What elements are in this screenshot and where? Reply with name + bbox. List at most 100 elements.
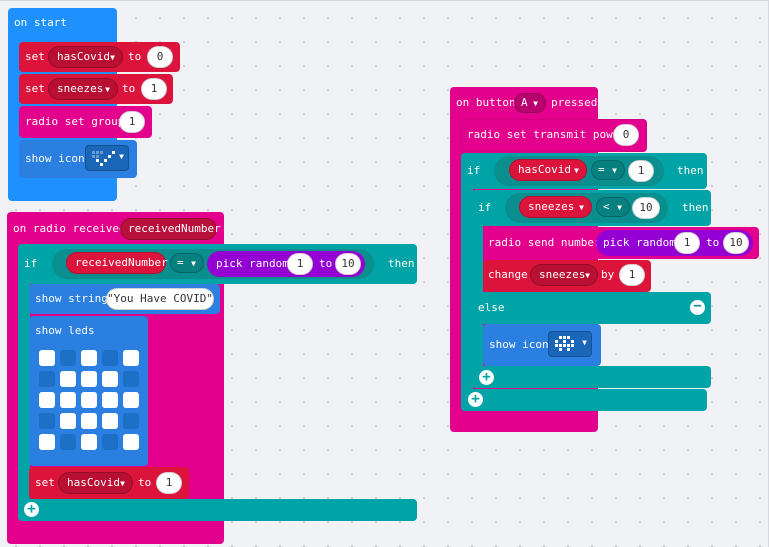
to-label: to — [128, 50, 142, 63]
led-cell[interactable] — [60, 392, 76, 408]
chevron-down-icon: ▼ — [105, 85, 110, 94]
remove-else-icon[interactable]: − — [690, 299, 705, 315]
string-input[interactable]: "You Have COVID" — [106, 288, 214, 310]
variable-dropdown[interactable]: hasCovid▼ — [509, 159, 587, 181]
chevron-down-icon: ▼ — [574, 166, 579, 175]
led-cell[interactable] — [123, 350, 139, 366]
value-input[interactable]: 1 — [628, 160, 654, 182]
show-string-label: show string — [35, 292, 108, 305]
led-cell[interactable] — [60, 434, 76, 450]
value-input[interactable]: 1 — [141, 78, 167, 100]
variable-dropdown[interactable]: sneezes▼ — [519, 196, 592, 218]
led-cell[interactable] — [39, 371, 55, 387]
chevron-down-icon: ▼ — [191, 259, 196, 268]
on-start-label: on start — [14, 16, 67, 29]
random-to-input[interactable]: 10 — [335, 253, 361, 275]
set-label: set — [25, 50, 45, 63]
received-number-param[interactable]: receivedNumber — [120, 218, 221, 240]
led-cell[interactable] — [123, 413, 139, 429]
value-input[interactable]: 10 — [632, 197, 660, 219]
if-label: if — [478, 201, 492, 214]
operator-dropdown[interactable]: <▼ — [596, 197, 630, 217]
to-label: to — [706, 236, 720, 249]
led-cell[interactable] — [39, 392, 55, 408]
pick-random-label: pick random — [216, 257, 289, 270]
led-cell[interactable] — [102, 413, 118, 429]
pick-random-label: pick random — [603, 236, 676, 249]
icon-picker[interactable]: ▼ — [85, 145, 129, 171]
radio-set-group-label: radio set group — [25, 115, 125, 128]
chevron-down-icon: ▼ — [579, 203, 584, 212]
led-cell[interactable] — [102, 434, 118, 450]
value-input[interactable]: 1 — [619, 264, 645, 286]
chevron-down-icon: ▼ — [110, 53, 115, 62]
led-cell[interactable] — [81, 413, 97, 429]
led-cell[interactable] — [81, 392, 97, 408]
add-else-if-icon[interactable]: + — [479, 370, 494, 385]
led-cell[interactable] — [81, 350, 97, 366]
led-cell[interactable] — [39, 413, 55, 429]
by-label: by — [601, 268, 615, 281]
if-block-footer — [461, 389, 707, 411]
random-to-input[interactable]: 10 — [723, 232, 749, 254]
led-cell[interactable] — [123, 392, 139, 408]
variable-dropdown[interactable]: sneezes▼ — [48, 78, 118, 100]
add-else-icon[interactable]: + — [24, 502, 39, 517]
change-label: change — [488, 268, 528, 281]
variable-dropdown[interactable]: hasCovid▼ — [48, 46, 123, 68]
random-from-input[interactable]: 1 — [674, 232, 700, 254]
show-leds-label: show leds — [35, 324, 95, 337]
if-block-footer — [18, 499, 417, 521]
chevron-down-icon: ▼ — [120, 479, 125, 488]
to-label: to — [319, 257, 333, 270]
led-cell[interactable] — [81, 434, 97, 450]
led-cell[interactable] — [60, 371, 76, 387]
set-label: set — [35, 476, 55, 489]
on-button-label: on button — [456, 96, 516, 109]
then-label: then — [682, 201, 709, 214]
if-label: if — [24, 257, 38, 270]
chevron-down-icon: ▼ — [119, 152, 124, 161]
random-from-input[interactable]: 1 — [287, 253, 313, 275]
if-label: if — [467, 164, 481, 177]
chevron-down-icon: ▼ — [585, 271, 590, 280]
received-number-variable[interactable]: receivedNumber — [66, 252, 168, 274]
value-input[interactable]: 1 — [156, 472, 182, 494]
led-cell[interactable] — [81, 371, 97, 387]
if-block-footer — [472, 366, 711, 388]
led-cell[interactable] — [123, 371, 139, 387]
chevron-down-icon: ▼ — [617, 203, 622, 212]
button-dropdown[interactable]: A▼ — [514, 93, 546, 113]
set-label: set — [25, 82, 45, 95]
led-cell[interactable] — [60, 413, 76, 429]
led-cell[interactable] — [102, 350, 118, 366]
led-cell[interactable] — [102, 371, 118, 387]
to-label: to — [138, 476, 152, 489]
show-icon-label: show icon — [489, 338, 549, 351]
chevron-down-icon: ▼ — [533, 99, 538, 108]
chevron-down-icon: ▼ — [582, 338, 587, 347]
on-radio-received-label: on radio received — [13, 222, 126, 235]
radio-set-transmit-power-label: radio set transmit power — [467, 128, 626, 141]
add-else-icon[interactable]: + — [468, 392, 483, 407]
variable-dropdown[interactable]: hasCovid▼ — [58, 472, 133, 494]
power-input[interactable]: 0 — [613, 124, 639, 146]
operator-dropdown[interactable]: =▼ — [591, 160, 625, 180]
operator-dropdown[interactable]: =▼ — [170, 253, 204, 273]
value-input[interactable]: 0 — [147, 46, 173, 68]
icon-picker[interactable]: ▼ — [548, 331, 592, 357]
then-label: then — [677, 164, 704, 177]
group-input[interactable]: 1 — [119, 111, 145, 133]
led-cell[interactable] — [39, 350, 55, 366]
to-label: to — [122, 82, 136, 95]
led-cell[interactable] — [60, 350, 76, 366]
radio-send-number-label: radio send number — [488, 236, 601, 249]
then-label: then — [388, 257, 415, 270]
chevron-down-icon: ▼ — [612, 166, 617, 175]
led-cell[interactable] — [102, 392, 118, 408]
else-label: else — [478, 301, 505, 314]
led-cell[interactable] — [123, 434, 139, 450]
variable-dropdown[interactable]: sneezes▼ — [530, 264, 598, 286]
led-cell[interactable] — [39, 434, 55, 450]
else-section — [472, 292, 711, 324]
